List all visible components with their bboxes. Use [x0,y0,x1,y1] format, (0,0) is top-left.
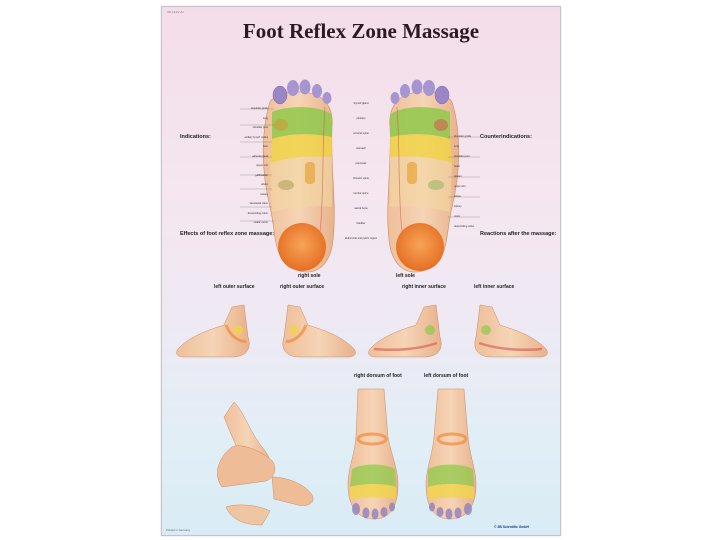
sole-zone-label: colon [454,215,461,218]
sole-zone-label: elbow [261,183,268,186]
sole-zone-label: stomach [356,147,366,150]
sole-zone-label: kidney [454,205,462,208]
poster-title: Foot Reflex Zone Massage [242,19,480,43]
label-left-dorsum: left dorsum of foot [424,373,469,379]
side-views [176,304,548,358]
sole-zone-label: shoulder joint [252,126,268,129]
label-left-outer: left outer surface [214,284,255,290]
publisher-name: © 3B Scientific GmbH [494,525,529,529]
sole-zone-label: cervical spine [353,132,369,135]
right-sole-foot [262,79,335,273]
poster-code: VR 1214 UU [167,10,184,14]
sole-zone-label: upper arm [454,185,466,188]
right-dorsum-foot [347,388,399,520]
sole-zone-label: thyroid gland [353,102,369,105]
sole-zone-label: ileocaecal valve [249,202,268,205]
sole-zone-label: abdominal and pelvic region [344,237,378,240]
sole-zone-label: lung [454,145,459,148]
publisher-block: © 3B Scientific GmbH [494,525,554,529]
sole-zone-label: upper arm [256,164,268,167]
sole-zone-label: descending colon [247,211,268,215]
sole-leader-lines [240,108,480,222]
sole-zone-label: shoulder girdle [250,107,268,110]
sole-zone-label: lumbar spine [353,192,369,195]
label-left-sole: left sole [396,273,415,279]
sole-zone-label: sacral bone [354,207,368,210]
sole-zone-label: kidney [260,192,269,196]
reactions-title: Reactions after the massage: [480,231,557,237]
sole-zone-label: lung [263,116,268,120]
counterindications-title: Counterindications: [480,134,532,140]
sole-zone-label: pituitary [356,117,366,120]
label-right-inner: right inner surface [402,284,446,290]
effects-title: Effects of foot reflex zone massage: [180,231,275,237]
sole-zone-label: shoulder girdle [454,135,472,138]
sole-zone-label: spleen [454,175,462,178]
foot-illustrations [176,79,548,526]
sole-zone-label: liver [263,145,268,148]
indications-title: Indications: [180,134,211,140]
label-right-sole: right sole [298,273,321,279]
sole-zone-label: gallbladder [255,173,268,177]
sole-zone-label: thoracic spine [352,177,370,180]
sole-zone-label: pancreas [355,162,367,165]
left-dorsum-foot [425,388,477,520]
printed-in: Printed in Germany [166,528,191,532]
sole-zone-label: sciatic nerve [253,221,268,224]
sole-zone-label: bladder [356,222,366,225]
sole-zone-label: shoulder joint [454,155,470,158]
label-left-inner: left inner surface [474,284,515,290]
label-right-outer: right outer surface [280,284,325,290]
label-right-dorsum: right dorsum of foot [354,373,402,379]
sole-zone-label: axillary lymph nodes [244,135,269,139]
left-sole-foot [387,79,460,273]
sole-zone-label: descending colon [454,225,475,228]
poster: VR 1214 UU Foot Reflex Zone Massage [161,6,561,536]
sole-zone-label: adrenal gland [252,154,268,158]
sole-zone-label: heart [454,165,460,168]
sole-zone-label: elbow [454,195,461,198]
massage-hands [217,401,314,526]
